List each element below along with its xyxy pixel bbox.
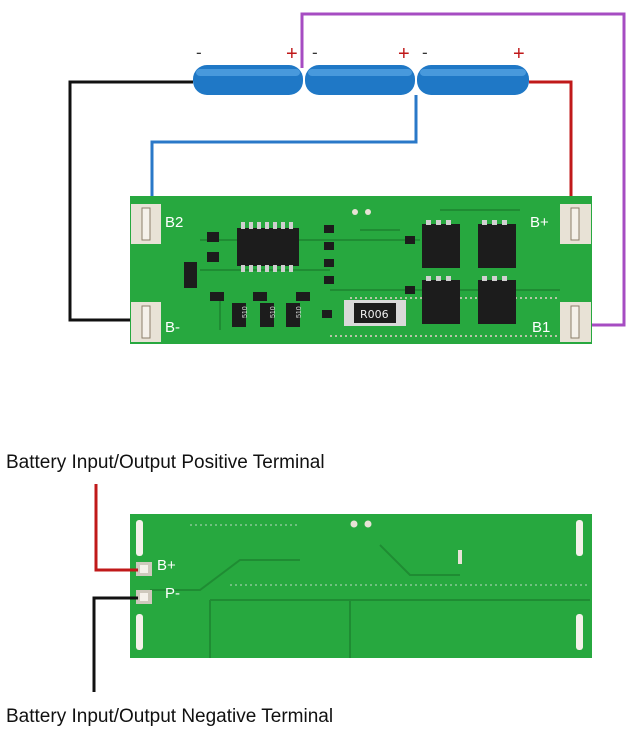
svg-text:510: 510 (270, 306, 277, 318)
label-bplus: B+ (530, 214, 549, 231)
label-bminus: B- (165, 319, 180, 336)
battery-2-negative-sign: - (312, 43, 318, 62)
battery-1-negative-sign: - (196, 43, 202, 62)
top-pcb-board: B2 B- B+ B1 510 510 (130, 196, 592, 344)
pad-bminus (131, 302, 161, 342)
black-wire (68, 80, 193, 322)
pad-bplus (560, 204, 591, 244)
caption-positive-terminal: Battery Input/Output Positive Terminal (6, 452, 325, 473)
svg-text:510: 510 (242, 306, 249, 318)
svg-text:R006: R006 (360, 308, 389, 321)
resistor-510-3: 510 (286, 303, 303, 327)
label-b2: B2 (165, 214, 183, 231)
caption-negative-terminal: Battery Input/Output Negative Terminal (6, 706, 334, 727)
slot-right-bottom (576, 614, 583, 650)
negative-terminal-wire (92, 596, 138, 692)
positive-terminal-wire (94, 484, 138, 572)
red-wire (529, 80, 573, 215)
diode (184, 262, 197, 288)
svg-text:510: 510 (296, 306, 303, 318)
bottom-pcb-board: B+ P- (130, 514, 592, 658)
small-components (207, 225, 415, 318)
battery-3-negative-sign: - (422, 43, 428, 62)
label-bottom-pminus: P- (165, 585, 180, 602)
battery-1-positive-sign: + (286, 43, 298, 65)
purple-wire (300, 12, 626, 327)
pad-b2 (131, 204, 161, 244)
protection-ic (237, 222, 299, 272)
resistor-510-2: 510 (260, 303, 277, 327)
slot-left-top (136, 520, 143, 556)
label-b1: B1 (532, 319, 550, 336)
battery-pack: - + - + - + (193, 43, 529, 95)
label-bottom-bplus: B+ (157, 557, 176, 574)
battery-2-positive-sign: + (398, 43, 410, 65)
slot-right-top (576, 520, 583, 556)
mosfets (422, 224, 516, 324)
pad-b1 (560, 302, 591, 342)
resistor-510-1: 510 (232, 303, 249, 327)
battery-3-positive-sign: + (513, 43, 525, 65)
shunt-resistor: R006 (344, 300, 406, 326)
blue-wire (150, 95, 418, 215)
slot-left-bottom (136, 614, 143, 650)
